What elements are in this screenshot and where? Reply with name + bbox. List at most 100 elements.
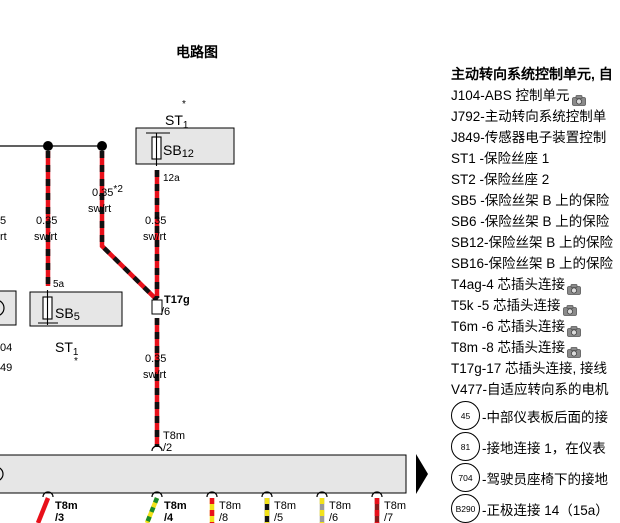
wire-sb5-size: 0.35 [36, 215, 57, 227]
left-partial-size: 5 [0, 215, 6, 227]
st1-bottom-star: * [74, 356, 78, 367]
legend-item-text: -6 芯插头连接 [478, 319, 566, 334]
legend-item-text: -主动转向系统控制单 [480, 109, 607, 124]
sb5-pin: 5a [53, 279, 65, 290]
bottom-pin-name: T8m [164, 500, 187, 512]
bottom-pin-num: /3 [55, 512, 64, 523]
legend-item-code: SB5 [451, 193, 477, 208]
left-partial-label-a: 04 [0, 342, 12, 354]
left-partial-symbol [0, 300, 5, 316]
camera-icon[interactable] [562, 301, 577, 316]
legend-item-text: -保险丝架 B 上的保险 [476, 214, 610, 229]
legend-item: J104-ABS 控制单元 [451, 85, 620, 106]
bottom-wire-3 [35, 497, 51, 523]
legend-item-code: SB12 [451, 235, 485, 250]
bottom-pin-name: T8m [55, 500, 78, 512]
legend-item: T6m -6 芯插头连接 [451, 316, 620, 337]
t17g-connector [151, 299, 163, 315]
bottom-pin-num: /7 [384, 512, 393, 523]
left-partial-box [0, 290, 17, 326]
legend-item: T17g-17 芯插头连接, 接线 [451, 358, 620, 379]
pin-connector [316, 491, 328, 498]
legend-circle-text: -正极连接 14（15a） [482, 502, 609, 518]
t8m-top-pin: /2 [163, 442, 172, 454]
legend-circle-text: -接地连接 1，在仪表 [482, 440, 606, 456]
main-component-box [0, 454, 407, 494]
main-component-symbol [0, 467, 4, 481]
legend-item-code: V477 [451, 382, 483, 397]
legend-item-code: ST2 [451, 172, 476, 187]
legend-item: ST1 -保险丝座 1 [451, 148, 620, 169]
connection-number-badge: 81 [451, 432, 480, 461]
bottom-pin-name: T8m [384, 500, 406, 512]
camera-icon[interactable] [571, 91, 586, 106]
bottom-pin-name: T8m [219, 500, 241, 512]
bottom-pin-num: /4 [164, 512, 174, 523]
legend-item-code: T4ag [451, 277, 482, 292]
bottom-pin-num: /5 [274, 512, 283, 523]
pin-connector [42, 491, 54, 498]
connection-number-badge: B290 [451, 494, 480, 523]
legend-item: T5k -5 芯插头连接 [451, 295, 620, 316]
connection-number-badge: 45 [451, 401, 480, 430]
legend-item-code: SB6 [451, 214, 477, 229]
legend-list: J104-ABS 控制单元 J792-主动转向系统控制单 J849-传感器电子装置控… [451, 85, 620, 400]
legend-item-text: -8 芯插头连接 [478, 340, 566, 355]
t8m-top-connector [151, 445, 163, 452]
legend-item: SB6 -保险丝架 B 上的保险 [451, 211, 620, 232]
legend-circle-text: -驾驶员座椅下的接地 [482, 471, 608, 487]
legend-item-text: -保险丝架 B 上的保险 [484, 256, 614, 271]
legend-item-code: J104 [451, 88, 481, 103]
st1-top-star: * [182, 99, 186, 110]
legend-item-text: -ABS 控制单元 [480, 88, 570, 103]
legend-circle-item: 704-驾驶员座椅下的接地 [451, 462, 620, 493]
wire-sb5-color: sw/rt [34, 231, 57, 243]
legend-circle-text: -中部仪表板后面的接 [482, 409, 608, 425]
bottom-pin-name: T8m [274, 500, 296, 512]
legend-item: T8m -8 芯插头连接 [451, 337, 620, 358]
junction-dot [97, 141, 107, 151]
wire-mid-color: sw/rt [88, 203, 111, 215]
legend-item: SB5 -保险丝架 B 上的保险 [451, 190, 620, 211]
sb5-label: SB5 [55, 305, 80, 323]
legend-item-code: SB16 [451, 256, 485, 271]
camera-icon[interactable] [567, 343, 581, 358]
legend-item-text: -4 芯插头连接 [481, 277, 566, 292]
legend-item: ST2 -保险丝座 2 [451, 169, 620, 190]
legend-item-code: T8m [451, 340, 478, 355]
junction-dot [43, 141, 53, 151]
camera-icon[interactable] [567, 280, 581, 295]
legend-item-text: -保险丝架 B 上的保险 [476, 193, 610, 208]
legend-circle-item: 81-接地连接 1，在仪表 [451, 431, 620, 462]
left-partial-color: rt [0, 231, 7, 243]
legend-item-code: ST1 [451, 151, 476, 166]
legend-item-code: J849 [451, 130, 481, 145]
pin-connector [371, 491, 383, 498]
legend-item-text: -17 芯插头连接, 接线 [481, 361, 608, 376]
sb12-pin: 12a [163, 173, 180, 184]
pin-connector [151, 491, 163, 498]
legend-item: SB16-保险丝架 B 上的保险 [451, 253, 620, 274]
st1-bottom-label: ST1 [55, 339, 79, 358]
wire-mid-size: 0.35*2 [92, 184, 123, 199]
page-title: 电路图 [176, 44, 218, 60]
st1-top-label: ST1 [165, 112, 189, 131]
camera-icon[interactable] [567, 322, 581, 337]
legend-item-text: -自适应转向系的电机 [482, 382, 609, 397]
t17g-pin: /6 [161, 306, 170, 318]
wire-sb12-size: 0.35 [145, 215, 166, 227]
bottom-pin-num: /8 [219, 512, 228, 523]
legend-item: J849-传感器电子装置控制 [451, 127, 620, 148]
legend-item-code: J792 [451, 109, 481, 124]
left-partial-label-b: 49 [0, 362, 12, 374]
pin-connector [206, 491, 218, 498]
sb12-label: SB12 [163, 142, 194, 160]
legend-item-text: -5 芯插头连接 [473, 298, 561, 313]
circuit-diagram: 5 rt 04 49 ST1 * SB12 12a 5a SB5 ST1 * 0… [0, 99, 428, 523]
connection-number-badge: 704 [451, 463, 480, 492]
bottom-pin-name: T8m [329, 500, 351, 512]
legend-item: SB12-保险丝架 B 上的保险 [451, 232, 620, 253]
pin-connector [261, 491, 273, 498]
